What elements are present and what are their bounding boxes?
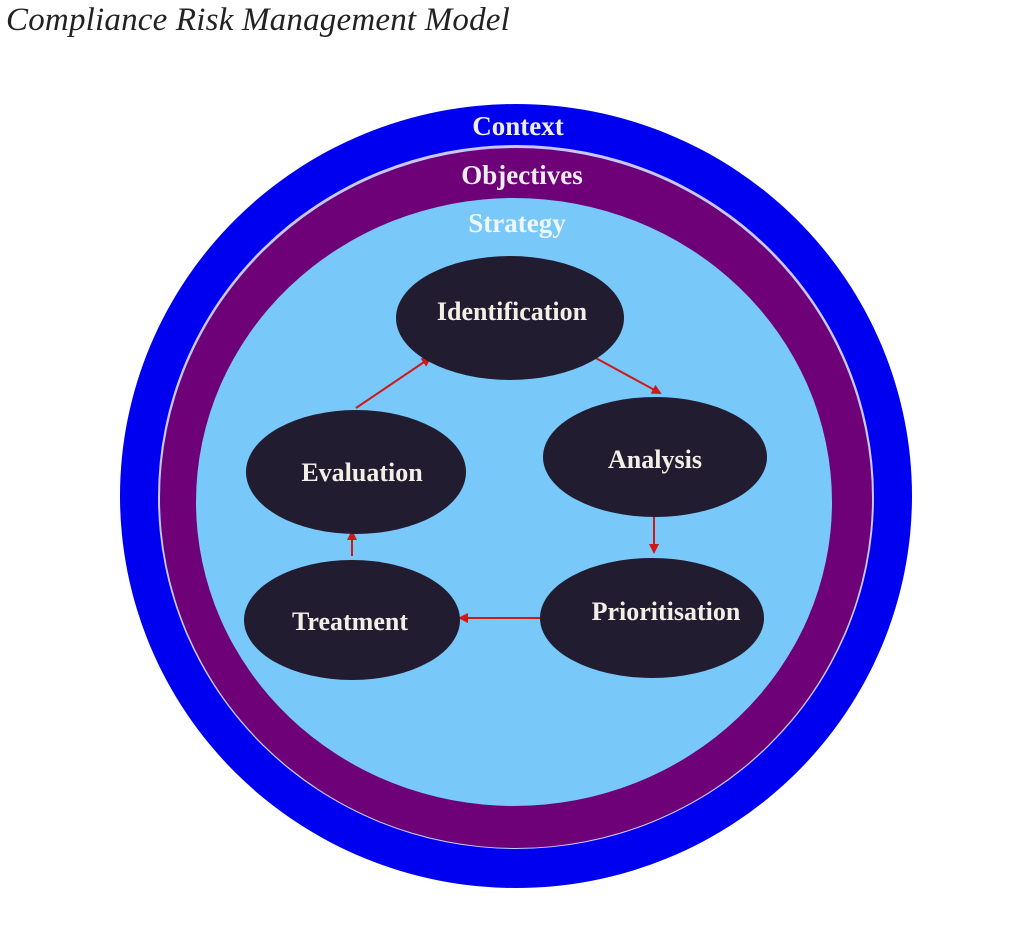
svg-text:Treatment: Treatment (292, 607, 408, 636)
node-evaluation: Evaluation (246, 410, 466, 534)
arrow-evaluation-to-identification (355, 356, 432, 409)
svg-text:Identification: Identification (437, 297, 588, 326)
context-label: Context (472, 111, 563, 141)
svg-text:Analysis: Analysis (608, 445, 702, 474)
node-treatment: Treatment (244, 560, 460, 680)
arrow-identification-to-analysis (591, 355, 662, 394)
svg-text:Evaluation: Evaluation (301, 458, 423, 487)
diagram-title: Compliance Risk Management Model (6, 2, 511, 38)
node-analysis: Analysis (543, 397, 767, 517)
svg-text:Prioritisation: Prioritisation (592, 597, 741, 626)
strategy-label: Strategy (468, 208, 566, 238)
node-identification: Identification (396, 256, 624, 380)
objectives-label: Objectives (461, 160, 582, 190)
node-prioritisation: Prioritisation (540, 558, 764, 678)
